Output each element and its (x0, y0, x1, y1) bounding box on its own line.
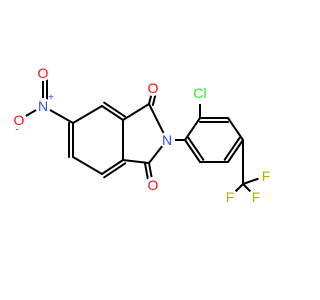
atom-label-background (35, 98, 51, 114)
atom-f-bottom: F (222, 189, 238, 205)
bond-c4-c5-second (103, 162, 127, 179)
bond-r1-r2 (184, 117, 201, 141)
bond-r3-r4 (227, 117, 244, 141)
bond-c4-c5 (101, 159, 124, 175)
atom-label-background (145, 177, 161, 193)
bond-c6-c1 (101, 105, 124, 121)
atom-cl: Cl (189, 82, 211, 104)
bond-c1-c2 (72, 105, 103, 124)
atom-symbol: O (38, 65, 49, 81)
bond-c3-c4 (72, 156, 103, 175)
atom-label-background (222, 189, 238, 205)
atom-label-background (258, 168, 274, 184)
bond-c8-c5 (122, 159, 150, 164)
atom-symbol: N (162, 132, 172, 148)
atom-label-background (35, 65, 51, 81)
atom-label-background (145, 80, 161, 96)
bond-c6-c7 (122, 103, 150, 121)
atom-n-nitro: N+ (35, 93, 54, 114)
atom-o-nitro-top: O (35, 65, 51, 81)
atom-symbol: F (226, 189, 235, 205)
atom-f-top: F (258, 168, 274, 184)
bond-r4-r5 (227, 139, 244, 163)
atom-label-background (11, 112, 27, 128)
atom-n-imide: N (159, 132, 175, 148)
atom-symbol: O (148, 80, 159, 96)
bond-r4-r5-second (223, 136, 241, 161)
atom-symbol: O (148, 177, 159, 193)
atom-label-background (159, 132, 175, 148)
atom-symbol: O (14, 112, 25, 128)
atom-label-background (248, 189, 264, 205)
atom-symbol: F (252, 189, 261, 205)
atom-symbol: Cl (193, 85, 206, 101)
atom-label-background (189, 82, 211, 104)
bond-c6-c1-second (103, 101, 127, 118)
atom-f-right: F (248, 189, 264, 205)
atom-symbol: F (262, 168, 271, 184)
bond-r6-r1 (184, 139, 201, 163)
atom-charge: - (15, 125, 18, 136)
atom-charge: + (48, 93, 54, 104)
atom-o-carbonyl-bot: O (145, 177, 161, 193)
atom-o-nitro-left: O- (11, 112, 27, 136)
atom-o-carbonyl-top: O (145, 80, 161, 96)
bond-layer (18, 72, 267, 198)
atom-symbol: N (38, 98, 48, 114)
bond-r6-r1-second (187, 136, 205, 161)
